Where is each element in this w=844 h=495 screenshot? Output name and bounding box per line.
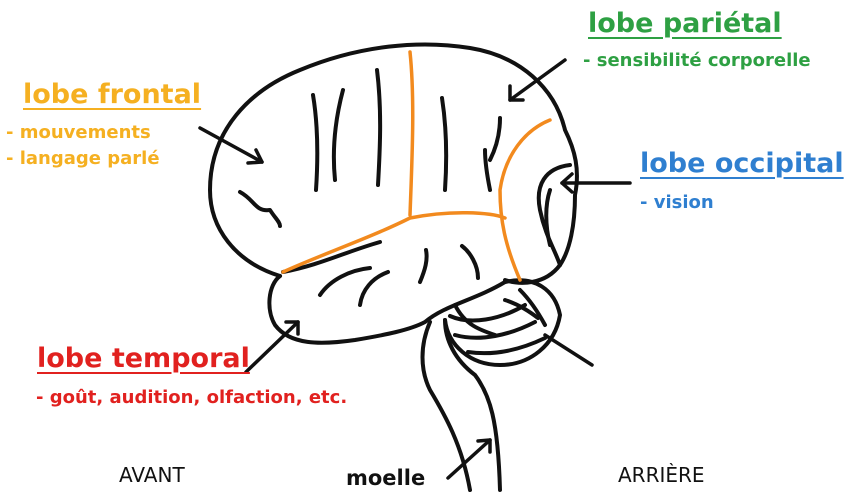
spinal-cord-arrow bbox=[448, 440, 490, 478]
temporal-arrow bbox=[246, 322, 298, 372]
parietal-lobe-desc-1: - sensibilité corporelle bbox=[583, 48, 811, 74]
temporal-lobe-title: lobe temporal bbox=[37, 343, 250, 374]
front-label: AVANT bbox=[119, 463, 185, 487]
central-sulcus bbox=[410, 52, 413, 215]
temporal-lobe-desc-1: - goût, audition, olfaction, etc. bbox=[36, 385, 347, 411]
temporal-lobe-outline bbox=[269, 276, 505, 343]
frontal-lobe-title: lobe frontal bbox=[23, 79, 201, 110]
cerebrum-outline bbox=[210, 44, 577, 282]
spinal-cord-label: moelle bbox=[346, 466, 425, 490]
frontal-lobe-desc-2: - langage parlé bbox=[6, 146, 160, 172]
frontal-arrow bbox=[200, 128, 262, 162]
parietal-lobe-title: lobe pariétal bbox=[588, 8, 782, 39]
occipital-lobe-desc-1: - vision bbox=[640, 190, 714, 216]
occipital-lobe-title: lobe occipital bbox=[640, 148, 844, 179]
cerebellum-pointer bbox=[545, 335, 592, 365]
back-label: ARRIÈRE bbox=[618, 463, 705, 487]
frontal-lobe-desc-1: - mouvements bbox=[6, 120, 151, 146]
parieto-occipital-sulcus bbox=[500, 120, 550, 280]
